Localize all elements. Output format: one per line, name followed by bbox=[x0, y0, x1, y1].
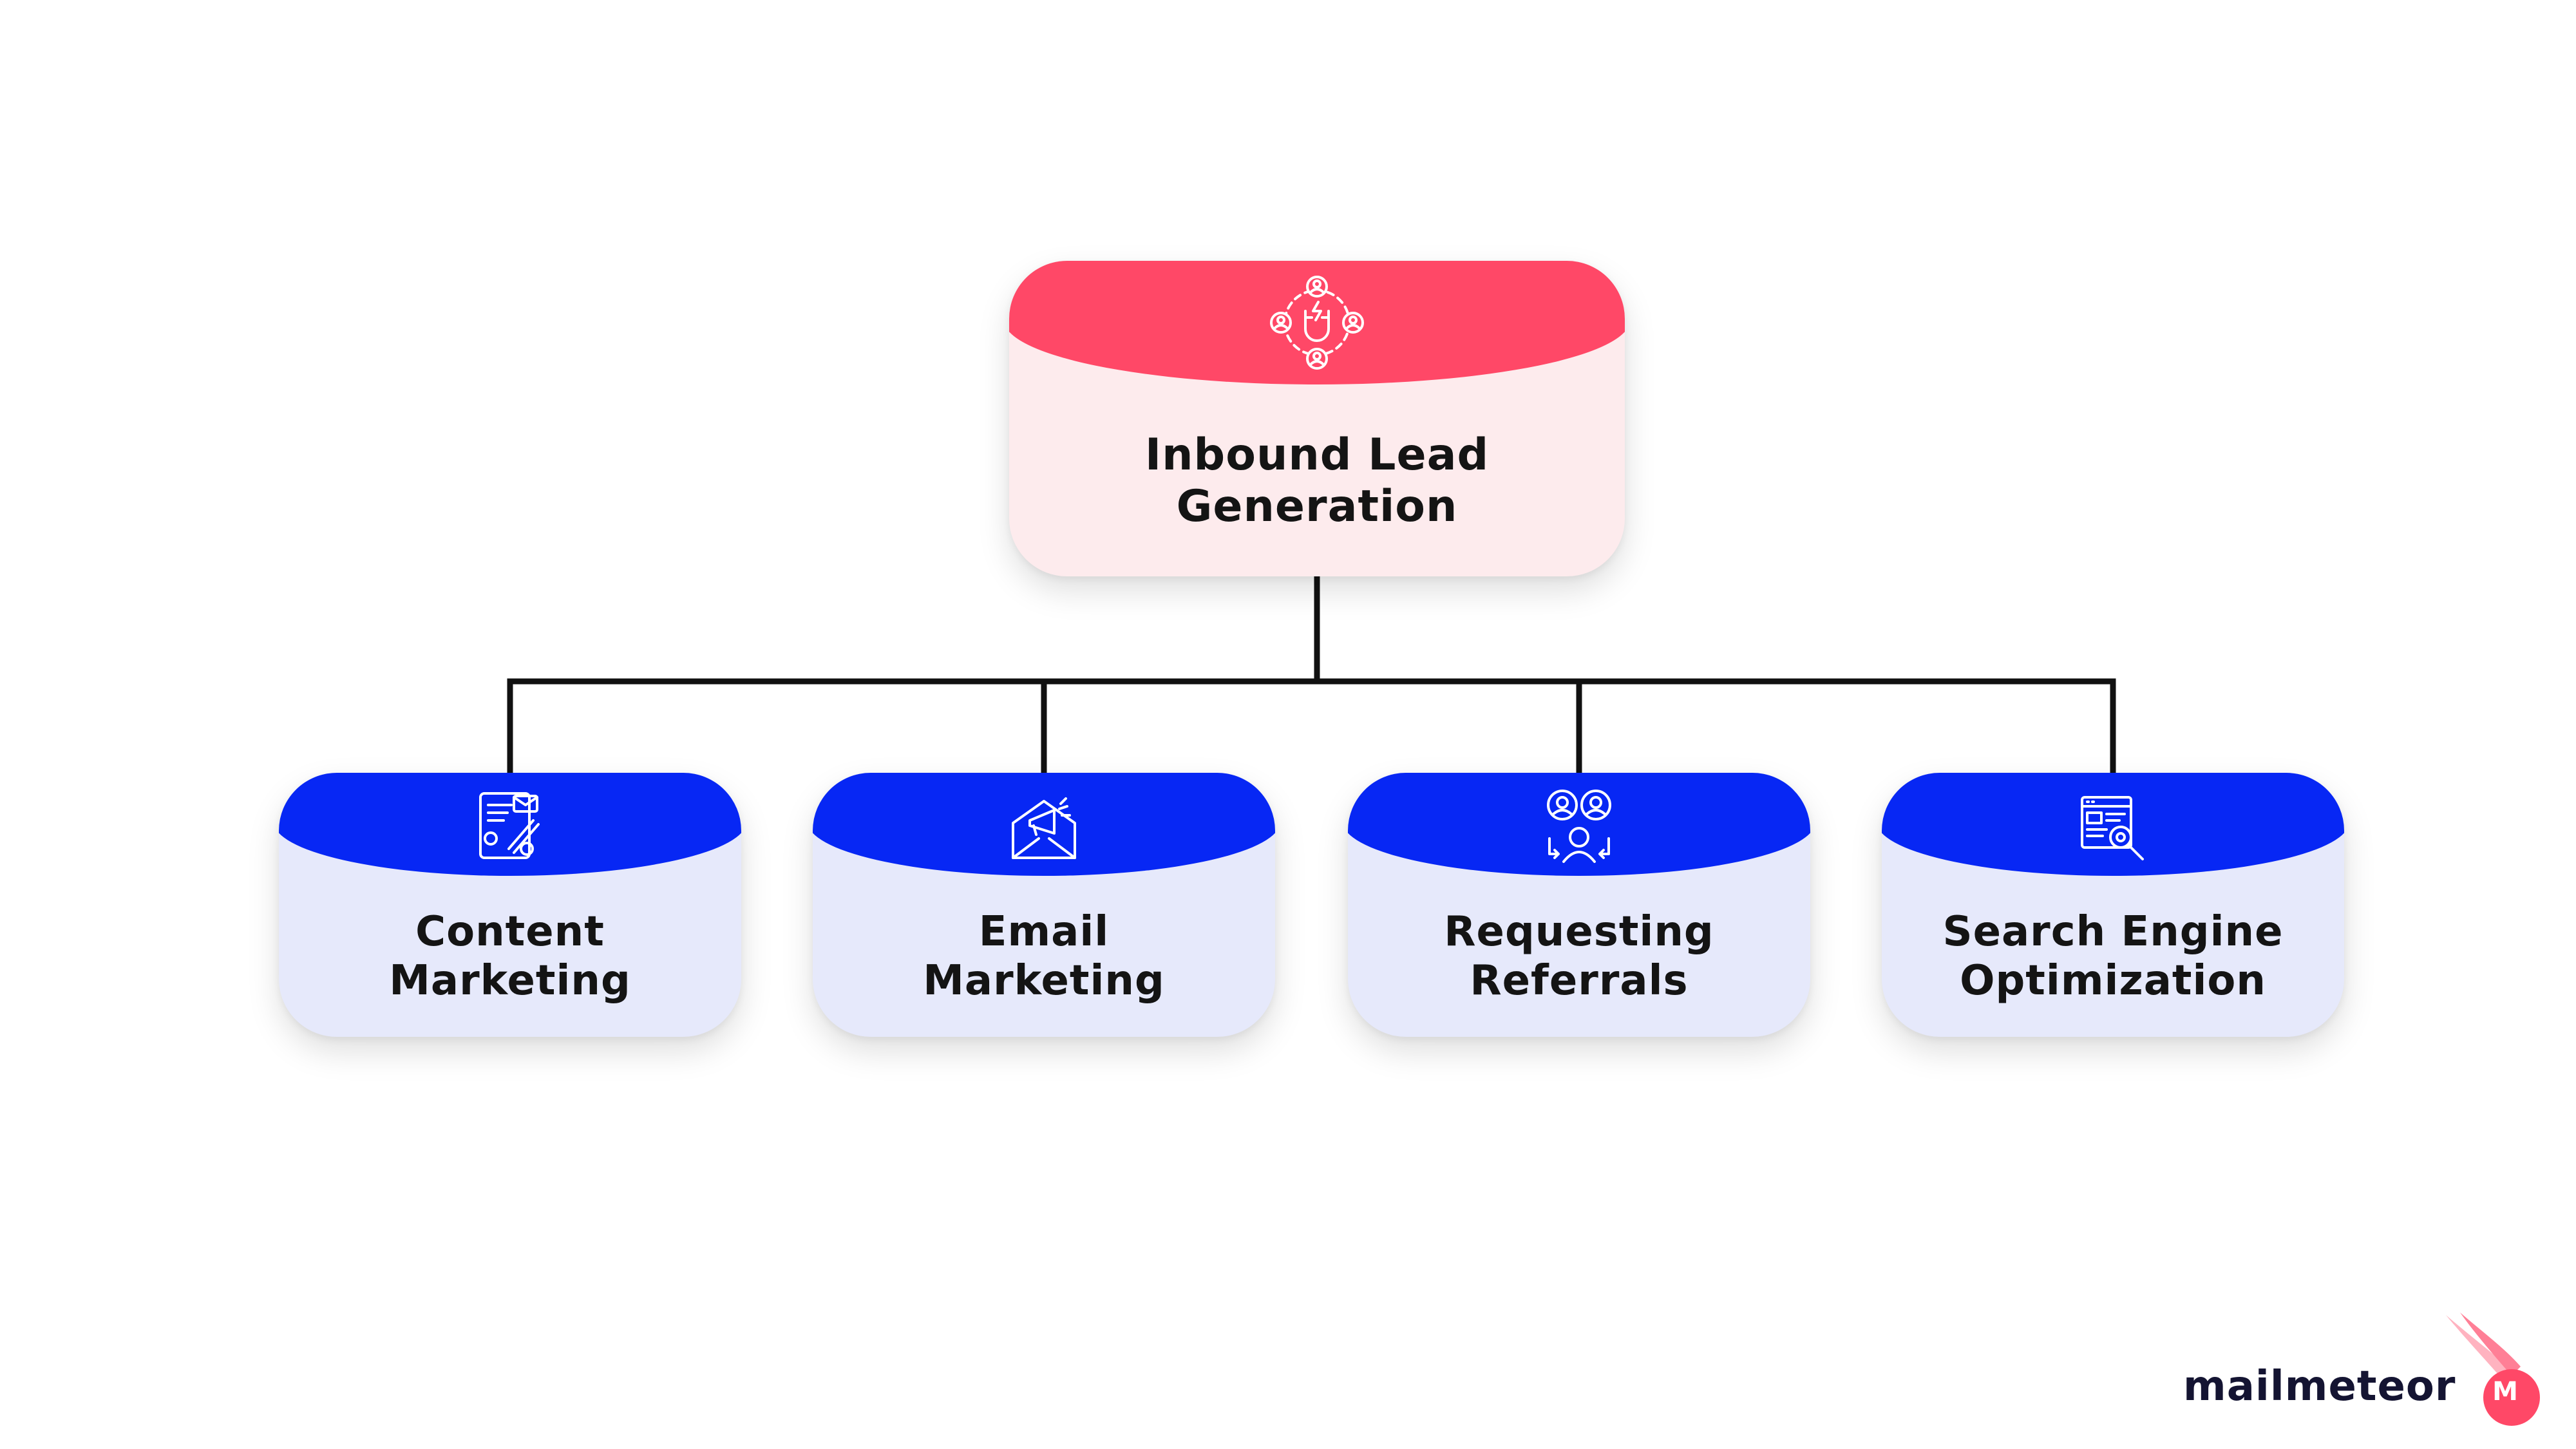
seo-search-icon bbox=[2081, 796, 2144, 860]
root-node-inbound-lead-generation: Inbound Lead Generation bbox=[1009, 261, 1625, 576]
mailmeteor-logo: mailmeteor M bbox=[2183, 1307, 2563, 1436]
referral-people-icon bbox=[1547, 790, 1611, 863]
node-label: Content Marketing bbox=[389, 908, 631, 1005]
node-label: Email Marketing bbox=[923, 908, 1165, 1005]
node-search-engine-optimization: Search Engine Optimization bbox=[1882, 773, 2344, 1037]
node-email-marketing: Email Marketing bbox=[813, 773, 1275, 1037]
content-document-icon bbox=[479, 792, 540, 859]
node-header bbox=[1348, 773, 1810, 876]
node-label: Requesting Referrals bbox=[1444, 908, 1714, 1005]
logo-wordmark: mailmeteor bbox=[2183, 1363, 2456, 1410]
meteor-icon bbox=[2446, 1312, 2540, 1426]
root-node-label: Inbound Lead Generation bbox=[1144, 430, 1490, 533]
magnet-people-icon bbox=[1270, 276, 1364, 370]
node-requesting-referrals: Requesting Referrals bbox=[1348, 773, 1810, 1037]
logo-letter: M bbox=[2492, 1377, 2518, 1406]
node-content-marketing: Content Marketing bbox=[279, 773, 741, 1037]
email-megaphone-icon bbox=[1012, 797, 1076, 859]
node-header bbox=[1882, 773, 2344, 876]
node-label: Search Engine Optimization bbox=[1942, 908, 2284, 1005]
